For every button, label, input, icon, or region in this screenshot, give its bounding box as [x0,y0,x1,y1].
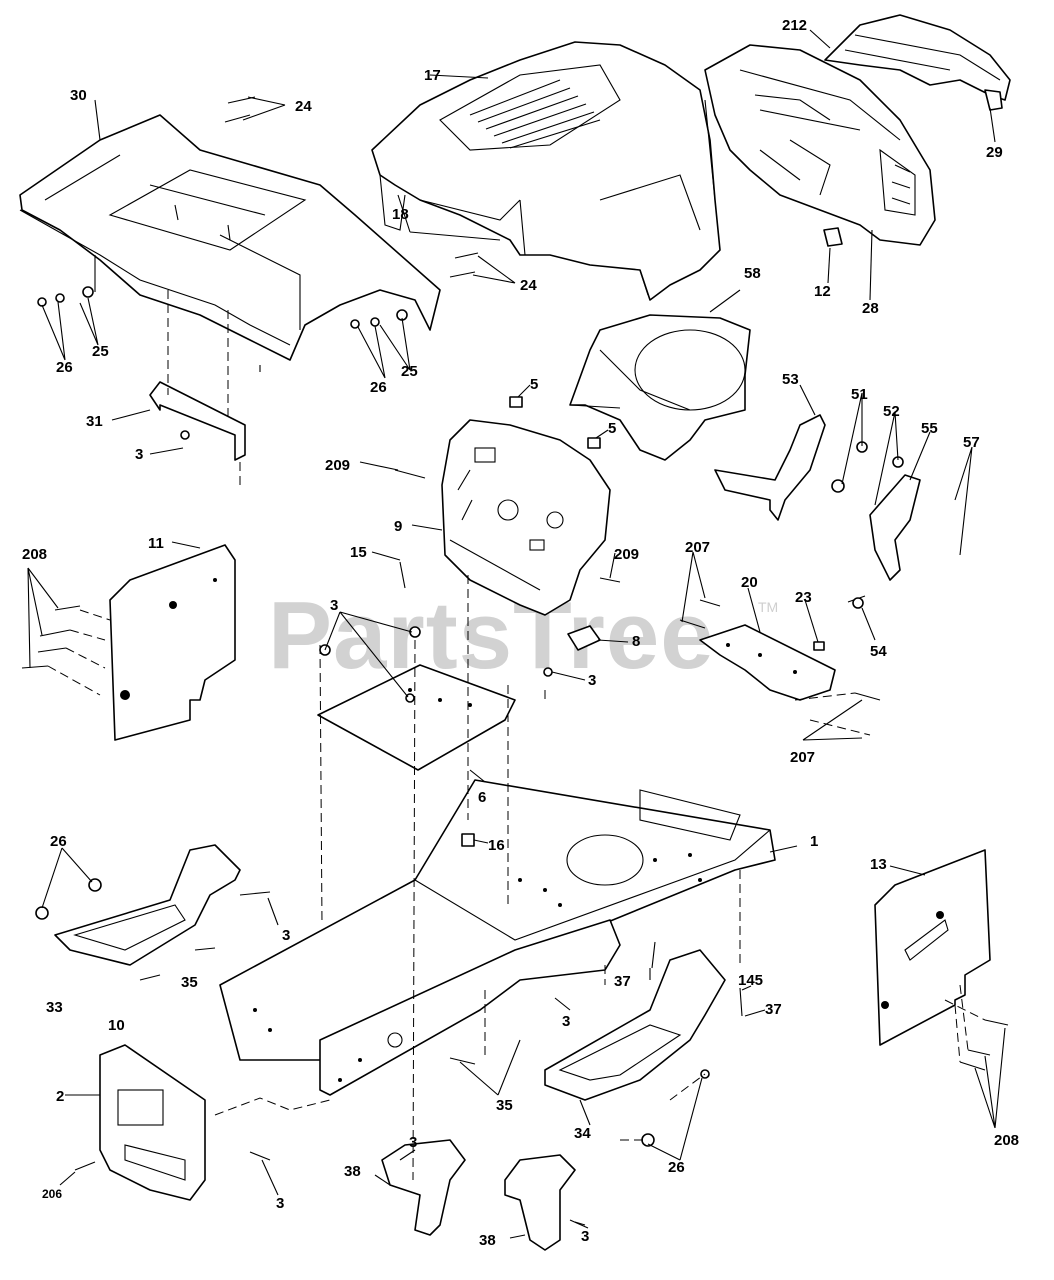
callout-145: 145 [738,972,763,989]
part-30-fender [19,114,441,372]
callout-3: 3 [276,1195,284,1212]
part-20-bracket [699,624,836,701]
part-212-nose [824,14,1011,111]
callout-209: 209 [614,546,639,563]
part-55-bracket [869,474,921,581]
callout-3: 3 [588,672,596,689]
callout-3: 3 [135,446,143,463]
part-9-dashboard [441,419,611,616]
callout-52: 52 [883,403,900,420]
callout-8: 8 [632,633,640,650]
callout-54: 54 [870,643,887,660]
callout-209: 209 [325,457,350,474]
callout-12: 12 [814,283,831,300]
callout-38: 38 [344,1163,361,1180]
callout-11: 11 [148,535,164,552]
part-38-bracket-left [381,1139,466,1236]
callout-3: 3 [330,597,338,614]
callout-33: 33 [46,999,63,1016]
callout-57: 57 [963,434,980,451]
callout-26: 26 [668,1159,685,1176]
callout-24: 24 [295,98,312,115]
part-38-bracket-right [504,1154,576,1251]
assembly-lines [47,290,986,1181]
callout-26: 26 [50,833,67,850]
callout-53: 53 [782,371,799,388]
callout-16: 16 [488,837,505,854]
part-13-side-panel [874,849,991,1046]
callout-10: 10 [108,1017,125,1034]
callout-208: 208 [22,546,47,563]
callout-38: 38 [479,1232,496,1249]
callout-37: 37 [614,973,631,990]
part-33-footrest [54,844,241,966]
callout-212: 212 [782,17,807,34]
callout-3: 3 [409,1134,417,1151]
callout-30: 30 [70,87,87,104]
part-16-bushing [461,833,475,847]
callout-9: 9 [394,518,402,535]
callout-17: 17 [424,67,441,84]
part-6-plate [317,664,516,771]
part-28-grille [704,44,936,246]
callout-55: 55 [921,420,938,437]
callout-26: 26 [370,379,387,396]
callout-208: 208 [994,1132,1019,1149]
callout-35: 35 [496,1097,513,1114]
watermark-trademark: TM [758,599,778,615]
part-2-front-bracket [99,1044,206,1201]
callout-3: 3 [581,1228,589,1245]
callout-207: 207 [790,749,815,766]
callout-26: 26 [56,359,73,376]
part-5-nut [509,396,601,449]
callout-24: 24 [520,277,537,294]
part-31-bracket [149,381,246,461]
callout-35: 35 [181,974,198,991]
callout-206: 206 [42,1187,62,1201]
callout-23: 23 [795,589,812,606]
callout-29: 29 [986,144,1003,161]
part-53-bracket [714,414,826,521]
callout-5: 5 [608,420,616,437]
callout-2: 2 [56,1088,64,1105]
part-23-nut [813,641,825,651]
part-1-frame [219,779,776,1096]
part-12-bumper-pad [823,227,843,247]
callout-13: 13 [870,856,887,873]
part-34-footrest [544,949,726,1101]
callout-3: 3 [282,927,290,944]
callout-18: 18 [392,206,409,223]
callout-15: 15 [350,544,367,561]
callout-207: 207 [685,539,710,556]
callout-25: 25 [92,343,109,360]
callout-31: 31 [86,413,103,430]
callout-25: 25 [401,363,418,380]
callout-5: 5 [530,376,538,393]
part-11-side-panel [109,544,236,741]
leader-lines [27,29,1006,1239]
callout-51: 51 [851,386,868,403]
part-17-hood [371,41,721,301]
callouts: 1 2 3 3 3 3 3 3 3 3 5 5 6 8 9 10 11 12 1… [22,17,1019,1249]
watermark: PartsTree TM [268,582,778,689]
callout-20: 20 [741,574,758,591]
callout-6: 6 [478,789,486,806]
callout-1: 1 [810,833,818,850]
watermark-text: PartsTree [268,582,715,689]
callout-3: 3 [562,1013,570,1030]
callout-58: 58 [744,265,761,282]
callout-28: 28 [862,300,879,317]
part-58-shroud [569,314,751,461]
callout-34: 34 [574,1125,591,1142]
callout-37: 37 [765,1001,782,1018]
